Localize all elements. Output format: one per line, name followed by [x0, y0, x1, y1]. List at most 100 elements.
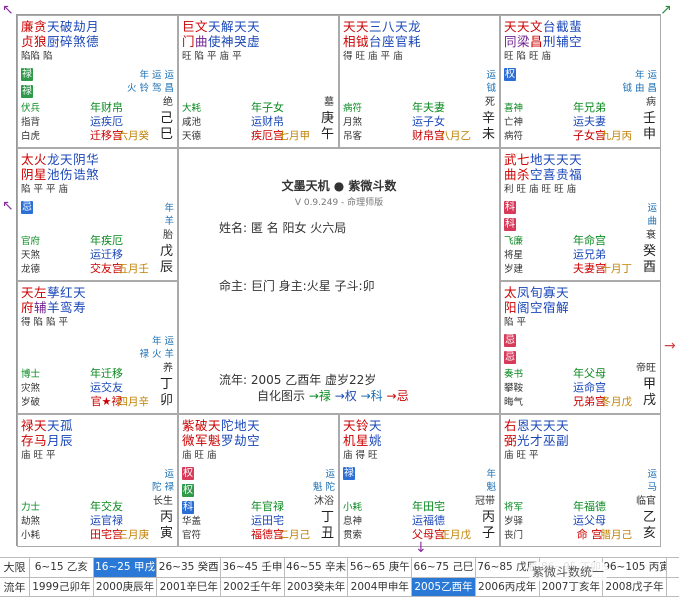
star-char: 截: [556, 19, 570, 34]
star-row: 紫破天陀地天: [182, 418, 260, 433]
star-char: 辰: [60, 433, 74, 448]
star-char: 天: [47, 418, 61, 433]
daxian-cell[interactable]: 26~35 癸酉: [157, 558, 222, 577]
palace-cell[interactable]: 右恩天天天弼光才巫副庙 旺 平运 马将军岁驿丧门年福德运父母命 宫腊月己临官乙亥: [500, 414, 661, 547]
star-char: 孳: [47, 285, 61, 300]
daxian-head: 大限: [0, 558, 30, 577]
palace-cell[interactable]: 禄天天孤存马月辰庙 旺 平运 陀 禄力士劫煞小耗年交友运官禄田宅宫三月庚长生丙寅: [17, 414, 178, 547]
ganzhi-char: 辛: [481, 111, 495, 126]
star-char: 辅: [556, 34, 570, 49]
daxian-cell[interactable]: 66~75 己巳: [412, 558, 476, 577]
daxian-cell[interactable]: 6~15 乙亥: [30, 558, 94, 577]
hua-ji: →忌: [386, 389, 409, 403]
star-char: 阴: [21, 167, 35, 182]
liunian-cell[interactable]: 2007丁亥年: [540, 578, 604, 596]
palace-name: 运财帛: [251, 115, 284, 128]
gods-list: 喜神亡神病符: [504, 102, 523, 144]
brightness-row: 庙 旺 庙: [182, 450, 217, 461]
palace-cell[interactable]: 巨文天解天天门曲使神哭虚旺 陷 平 庙 平大耗咸池天德年子女运财帛疾厄宫七月甲墓…: [178, 15, 339, 148]
star-list: 太凤旬寡天阳阁空宿解陷 平忌忌: [504, 285, 569, 364]
ganzhi-char: 酉: [642, 260, 656, 275]
star-row: 阴星池伤诰煞: [21, 167, 99, 182]
star-list: 紫破天陀地天微军魁罗劫空庙 旺 庙权权科: [182, 418, 260, 514]
hua-lu: →禄: [308, 389, 331, 403]
star-char: 天: [247, 19, 261, 34]
palace-name: 命 宫: [576, 528, 603, 541]
palace-name: 运命宫: [573, 381, 606, 394]
daxian-cell[interactable]: 16~25 甲戌: [93, 558, 158, 577]
star-char: 副: [556, 433, 570, 448]
star-char: 火: [34, 152, 48, 167]
star-char: 廉: [21, 19, 35, 34]
star-char: 孤: [60, 418, 74, 433]
palace-name: 年父母: [573, 367, 606, 380]
palace-cell[interactable]: 太火龙天阴华阴星池伤诰煞陷 平 平 庙忌年 羊官府天煞龙德年疾厄运迁移交友宫五月…: [17, 148, 178, 281]
palace-cell[interactable]: 天铃天机星姚庙 得 旺禄年 魁小耗息神贯索年田宅运福德父母宫正月戊冠带丙子: [339, 414, 500, 547]
god-label: 晦气: [504, 397, 524, 408]
liunian-cell[interactable]: 2004甲申年: [348, 578, 413, 596]
liunian-cell[interactable]: 2005乙酉年: [412, 578, 476, 596]
star-char: 八: [382, 19, 396, 34]
star-char: 巨: [182, 19, 196, 34]
liunian-cell[interactable]: 2002壬午年: [221, 578, 285, 596]
god-label: 劫煞: [21, 516, 41, 527]
god-label: 奏书: [504, 369, 524, 380]
palace-name: 迁移宫: [90, 129, 123, 142]
star-char: 煞: [86, 167, 100, 182]
star-char: 曲: [195, 34, 209, 49]
arrow-icon: ↖: [2, 2, 14, 18]
stem-branch: 养丁卯: [160, 361, 173, 409]
month-ganzhi: 九月丙: [600, 130, 633, 142]
changsheng-label: 冠带: [475, 496, 495, 507]
palace-cell[interactable]: 武七地天天天曲杀空喜贵福利 旺 庙 旺 旺 庙科科运 曲飞廉将星岁建年命宫运兄弟…: [500, 148, 661, 281]
star-char: 天: [21, 285, 35, 300]
changsheng-label: 沐浴: [314, 496, 334, 507]
star-list: 右恩天天天弼光才巫副庙 旺 平: [504, 418, 569, 463]
star-char: 天: [504, 19, 518, 34]
star-char: 池: [47, 167, 61, 182]
ganzhi-char: 己: [159, 111, 173, 126]
star-list: 太火龙天阴华阴星池伤诰煞陷 平 平 庙忌: [21, 152, 99, 214]
star-char: 地: [530, 152, 544, 167]
sihua-badge: 忌: [21, 201, 33, 214]
star-char: 旬: [530, 285, 544, 300]
palace-cell[interactable]: 紫破天陀地天微军魁罗劫空庙 旺 庙权权科运 魁 陀华盖官符年官禄运田宅福德宫二月…: [178, 414, 339, 547]
star-char: 月: [47, 433, 61, 448]
star-char: 劫: [234, 433, 248, 448]
daxian-cell[interactable]: 36~45 壬申: [221, 558, 285, 577]
gods-list: 病符月煞吊客: [343, 102, 362, 144]
star-row: 府辅羊鸾寿: [21, 300, 86, 315]
star-char: 天: [208, 418, 222, 433]
star-char: 天: [556, 152, 570, 167]
palace-cell[interactable]: 廉贪天破劫月贞狼厨碎煞德陷陷 陷禄禄年 运 运 火 铃 驾 昌伏兵指背白虎年财帛…: [17, 15, 178, 148]
palace-cell[interactable]: 天天文台截蜚同梁昌刑辅空旺 陷 旺 庙权年 运 钺 由 昌喜神亡神病符年兄弟运夫…: [500, 15, 661, 148]
flow-stars: 运 马: [647, 469, 657, 493]
star-char: 天: [369, 418, 383, 433]
liunian-cell[interactable]: 2003癸未年: [285, 578, 349, 596]
daxian-cell[interactable]: 56~65 庚午: [348, 558, 413, 577]
god-label: 将星: [504, 250, 524, 261]
liunian-cell[interactable]: 1999己卯年: [30, 578, 94, 596]
name-line: 姓名: 匿 名 阳女 火六局: [219, 221, 347, 235]
liunian-cell[interactable]: 2008戊子年: [603, 578, 667, 596]
liunian-cell[interactable]: 2006丙戌年: [476, 578, 540, 596]
star-char: 辅: [34, 300, 48, 315]
star-char: 弼: [504, 433, 518, 448]
month-ganzhi: 十月丁: [600, 263, 633, 275]
gods-list: 飞廉将星岁建: [504, 235, 523, 277]
palace-cell[interactable]: 天天三八天龙相钺台座官耗得 旺 庙 平 庙运 钺病符月煞吊客年夫妻运子女财帛宫八…: [339, 15, 500, 148]
star-char: 钺: [356, 34, 370, 49]
gods-list: 官府天煞龙德: [21, 235, 40, 277]
liunian-head: 流年: [0, 578, 30, 596]
daxian-cell[interactable]: 96~105 丙寅: [603, 558, 667, 577]
palace-cell[interactable]: 天左孳红天府辅羊鸾寿得 陷 陷 平年 运 禄 火 羊博士灾煞岁破年迁移运交友官★…: [17, 281, 178, 414]
palace-name: 年疾厄: [90, 234, 123, 247]
star-char: 诰: [73, 167, 87, 182]
version-label: V 0.9.249 - 命理师版: [294, 198, 384, 208]
palace-cell[interactable]: 太凤旬寡天阳阁空宿解陷 平忌忌奏书攀鞍晦气年父母运命宫兄弟宫冬月戊帝旺甲戌: [500, 281, 661, 414]
brightness-row: 旺 陷 旺 庙: [504, 51, 552, 62]
liunian-cell[interactable]: 2000庚辰年: [94, 578, 158, 596]
star-char: 天: [530, 418, 544, 433]
daxian-cell[interactable]: 46~55 辛未: [285, 558, 349, 577]
liunian-cell[interactable]: 2001辛巳年: [157, 578, 222, 596]
